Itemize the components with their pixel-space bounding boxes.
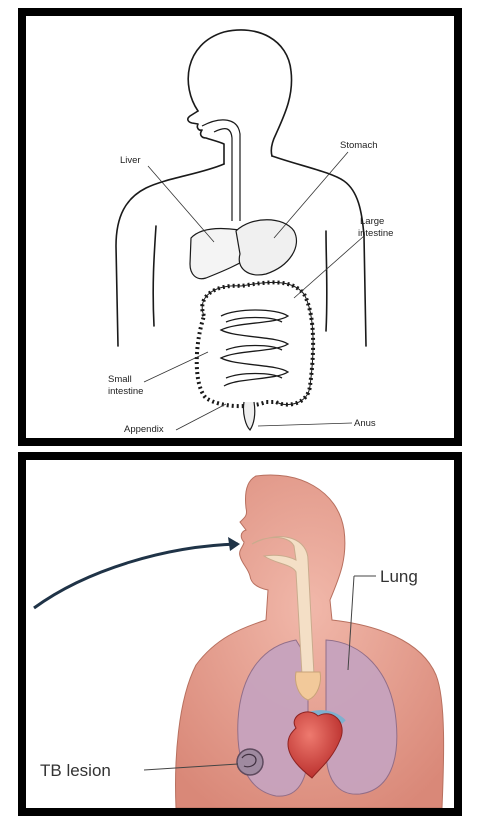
airflow-arrowhead xyxy=(228,537,240,551)
liver-label: Liver xyxy=(120,155,141,166)
digestive-system-figure: Liver Stomach Large intestine Small inte… xyxy=(26,16,454,438)
airflow-arrow xyxy=(34,544,238,608)
digestive-system-panel: Liver Stomach Large intestine Small inte… xyxy=(18,8,462,446)
appendix-label: Appendix xyxy=(124,424,164,435)
tb-lesion-label: TB lesion xyxy=(40,761,111,780)
leader-lines xyxy=(144,152,364,430)
stomach xyxy=(236,220,296,275)
large-intestine-label-line2: intestine xyxy=(358,228,393,239)
respiratory-system-panel: Lung TB lesion xyxy=(18,452,462,816)
lung-label: Lung xyxy=(380,567,418,586)
large-intestine-edge xyxy=(202,282,313,404)
stomach-label: Stomach xyxy=(340,140,378,151)
body-outline xyxy=(116,30,366,346)
small-intestine-label-line1: Small xyxy=(108,374,132,385)
large-intestine xyxy=(197,282,313,406)
small-intestine xyxy=(221,310,288,386)
small-intestine-label-line2: intestine xyxy=(108,386,143,397)
large-intestine-label-line1: Large xyxy=(360,216,384,227)
tb-lesion-mark xyxy=(237,749,263,775)
anus-label: Anus xyxy=(354,418,376,429)
rectum xyxy=(243,402,254,430)
respiratory-system-figure: Lung TB lesion xyxy=(26,460,454,808)
